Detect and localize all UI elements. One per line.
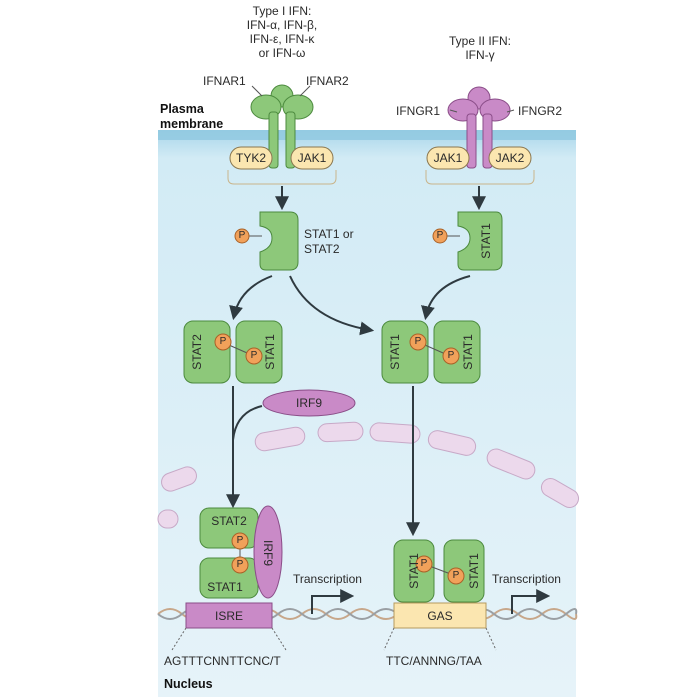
arrow-to-type1-dimer [229, 275, 273, 321]
gas-sequence: TTC/ANNNG/TAA [386, 654, 482, 668]
type1-title-line: IFN-α, IFN-β, [246, 18, 318, 32]
type2-ifn-title: Type II IFN: IFN-γ [440, 34, 520, 62]
arrow-cross-to-type2-dimer [289, 275, 375, 336]
type1-title-line: or IFN-ω [258, 46, 306, 60]
gaf-right-label: STAT1 [467, 553, 481, 589]
type2-receptor-complex [425, 86, 535, 185]
phospho-label: P [447, 350, 455, 361]
type2-title-line: IFN-γ [465, 48, 495, 62]
phospho-sites [214, 228, 465, 585]
stat-label-line: STAT2 [304, 242, 340, 256]
plasma-membrane-label: Plasma membrane [160, 102, 223, 132]
transcription-label-1: Transcription [293, 572, 362, 586]
irf9-label: IRF9 [295, 396, 322, 410]
gaf-left-label: STAT1 [407, 553, 421, 589]
phospho-label: P [238, 230, 246, 241]
tyk2-box [229, 146, 273, 170]
plasma-membrane-line: Plasma [160, 102, 204, 116]
irf9-join-line [232, 405, 263, 441]
tyk2-label: TYK2 [235, 151, 266, 165]
phospho-label: P [250, 350, 258, 361]
stat1-monomer-label: STAT1 [479, 223, 493, 259]
stat-label-line: STAT1 or [304, 227, 354, 241]
irf9-cytoplasm [262, 389, 356, 417]
ifngr2-label: IFNGR2 [518, 104, 563, 118]
arrow-to-type2-dimer [421, 275, 471, 321]
jak1-box-2 [426, 146, 470, 170]
nucleus-label: Nucleus [164, 677, 213, 691]
dimer2-right-label: STAT1 [461, 334, 475, 370]
phospho-label: P [420, 558, 428, 569]
jak1-box [290, 146, 334, 170]
gas-bracket [383, 627, 497, 651]
ifnar2-label: IFNAR2 [306, 74, 349, 88]
isre-bracket [171, 627, 287, 651]
phospho-label: P [219, 336, 227, 347]
gas-box [393, 602, 487, 629]
jak2-box [488, 146, 532, 170]
dimer2-left-label: STAT1 [388, 334, 402, 370]
nuc-irf9-label: IRF9 [261, 539, 275, 566]
transcription-arrow-2 [511, 589, 551, 614]
jak2-label: JAK2 [495, 151, 525, 165]
stat-monomer-type2 [444, 211, 503, 271]
transcription-arrow-1 [311, 589, 355, 614]
type2-kinases [426, 146, 532, 170]
phospho-label: P [414, 336, 422, 347]
nuc-stat1-label: STAT1 [207, 580, 243, 594]
plasma-membrane [158, 130, 576, 140]
transcription-label-2: Transcription [492, 572, 561, 586]
stat1-or-stat2-label: STAT1 or STAT2 [304, 227, 354, 257]
type1-title-line: IFN-ε, IFN-κ [249, 32, 315, 46]
isre-box [185, 602, 273, 629]
nuclear-envelope [157, 421, 580, 529]
plasma-membrane-line: membrane [160, 117, 224, 131]
phospho-label: P [436, 230, 444, 241]
dimer1-left-label: STAT2 [190, 334, 204, 370]
jak1-label-type2: JAK1 [433, 151, 463, 165]
phospho-label: P [236, 559, 244, 570]
type2-title-line: Type II IFN: [448, 34, 511, 48]
nuc-stat2-label: STAT2 [211, 514, 247, 528]
dimer1-right-label: STAT1 [263, 334, 277, 370]
isre-label: ISRE [214, 609, 243, 623]
phospho-label: P [236, 535, 244, 546]
jak1-label: JAK1 [297, 151, 327, 165]
type1-ifn-title: Type I IFN: IFN-α, IFN-β, IFN-ε, IFN-κ o… [232, 4, 332, 60]
phospho-label: P [452, 570, 460, 581]
isre-sequence: AGTTTCNNTTCNC/T [164, 654, 281, 668]
ifnar1-label: IFNAR1 [203, 74, 246, 88]
ifngr1-label: IFNGR1 [396, 104, 441, 118]
type1-kinases [229, 146, 334, 170]
type1-title-line: Type I IFN: [252, 4, 312, 18]
gas-label: GAS [427, 609, 453, 623]
stat-monomer-type1 [246, 211, 299, 271]
type1-receptor-complex [227, 84, 337, 185]
